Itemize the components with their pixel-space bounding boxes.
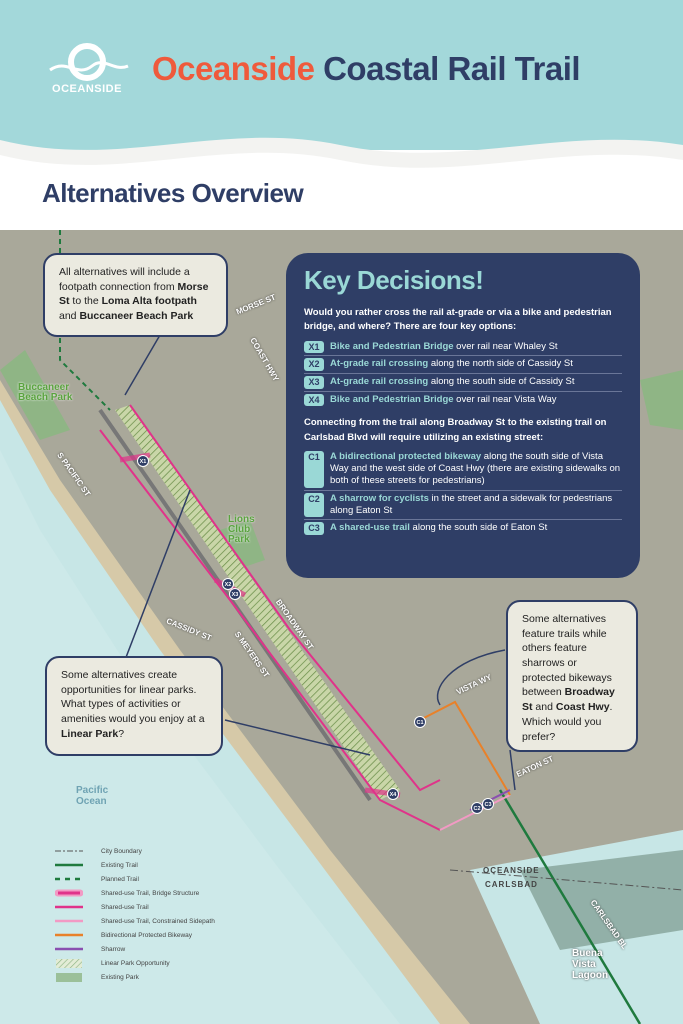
legend-linear-park: Linear Park Opportunity xyxy=(55,956,215,970)
city-boundary xyxy=(449,869,683,891)
title-oceanside: Oceanside xyxy=(152,50,315,87)
legend-sharrow: Sharrow xyxy=(55,945,126,953)
section-title: Alternatives Overview xyxy=(42,178,304,208)
header-wave xyxy=(0,137,683,200)
callout-footpath: All alternatives will include a footpath… xyxy=(43,253,228,337)
shared-use-trail xyxy=(99,429,441,831)
header-banner xyxy=(0,0,683,150)
pin-x3[interactable]: X3 xyxy=(229,588,241,600)
legend-constrained-sidepath: Shared-use Trail, Constrained Sidepath xyxy=(55,917,215,925)
buccaneer-park-area xyxy=(0,350,70,440)
callout-sharrows: Some alternatives feature trails while o… xyxy=(506,600,638,752)
legend-city-boundary: City Boundary xyxy=(55,847,142,855)
label-oceanside: OCEANSIDE xyxy=(483,866,540,875)
title-rail-trail: Coastal Rail Trail xyxy=(323,50,581,87)
legend-protected-bikeway: Bidirectional Protected Bikeway xyxy=(55,931,193,939)
pin-x1[interactable]: X1 xyxy=(137,455,149,467)
label-lions-park: Lions Club Park xyxy=(228,514,255,545)
legend-planned-trail: Planned Trail xyxy=(55,875,139,883)
oceanside-logo: OCEANSIDE xyxy=(42,40,132,95)
rail-line xyxy=(98,408,372,802)
pin-c1[interactable]: C1 xyxy=(414,716,426,728)
existing-trail xyxy=(498,789,642,1024)
label-buccaneer-park: Buccaneer Beach Park xyxy=(18,382,73,403)
legend-shared-use-trail: Shared-use Trail xyxy=(55,903,149,911)
key-decisions-panel: Key Decisions! Would you rather cross th… xyxy=(286,253,640,578)
label-buena-vista-lagoon: Buena Vista Lagoon xyxy=(572,948,609,981)
key-decisions-title: Key Decisions! xyxy=(304,265,484,295)
legend-existing-park: Existing Park xyxy=(55,970,215,984)
crossing-question: Would you rather cross the rail at-grade… xyxy=(304,307,612,333)
pin-x2[interactable]: X2 xyxy=(222,578,234,590)
label-carlsbad: CARLSBAD xyxy=(485,880,538,889)
pin-x4[interactable]: X4 xyxy=(387,788,399,800)
pin-c2[interactable]: C2 xyxy=(471,802,483,814)
wave-logo-icon xyxy=(49,43,129,81)
planned-trail xyxy=(59,230,111,411)
connection-question: Connecting from the trail along Broadway… xyxy=(304,417,607,443)
map-legend: City Boundary Existing Trail Planned Tra… xyxy=(55,844,215,984)
protected-bikeway xyxy=(419,700,511,796)
legend-bridge-structure: Shared-use Trail, Bridge Structure xyxy=(55,889,200,897)
pin-c3[interactable]: C3 xyxy=(482,798,494,810)
linear-park-opportunity xyxy=(115,405,400,800)
legend-existing-trail: Existing Trail xyxy=(55,861,138,869)
logo-text: OCEANSIDE xyxy=(52,83,122,95)
label-pacific-ocean: Pacific Ocean xyxy=(76,785,109,807)
callout-linear-park: Some alternatives create opportunities f… xyxy=(45,656,223,756)
page-title: Oceanside Coastal Rail Trail xyxy=(152,50,581,88)
